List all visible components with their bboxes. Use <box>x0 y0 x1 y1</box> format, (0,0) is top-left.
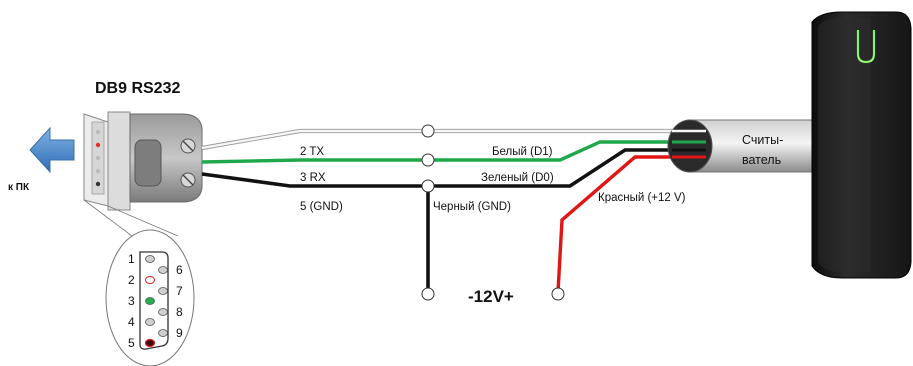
screw-top-icon <box>180 138 196 154</box>
green-wire-label: Зеленый (D0) <box>481 172 554 184</box>
pin-number: 4 <box>128 315 135 329</box>
leader-line <box>107 205 179 237</box>
pin-2-dot <box>145 276 155 284</box>
pin-number: 8 <box>176 305 183 319</box>
screw-bottom-icon <box>180 172 196 188</box>
db9-connector <box>83 111 203 211</box>
pin-number: 5 <box>128 336 135 350</box>
pin-3-dot <box>145 297 155 305</box>
power-label: -12V+ <box>468 287 514 306</box>
connector-title: DB9 RS232 <box>95 80 180 97</box>
red-wire <box>556 155 690 293</box>
rx-label: 3 RX <box>300 172 326 184</box>
reader-label-line2: ватель <box>742 153 781 167</box>
gnd-terminal <box>421 287 435 301</box>
pin-number: 7 <box>176 284 183 298</box>
reader-label-line1: Считы- <box>742 133 783 147</box>
gnd-label: 5 (GND) <box>300 201 343 213</box>
pin-number: 6 <box>176 263 183 277</box>
db9-pinout: 1 2 3 4 5 6 7 8 9 <box>105 229 195 366</box>
junction-dot <box>421 124 435 138</box>
black-wire <box>201 148 690 188</box>
wires <box>201 128 690 293</box>
tx-label: 2 TX <box>300 146 324 158</box>
pin-1-dot <box>145 255 155 263</box>
pin-7-dot <box>158 287 168 295</box>
junction-dot <box>421 153 435 167</box>
black-wire-label: Черный (GND) <box>433 201 511 213</box>
white-wire <box>201 129 690 150</box>
pin-number: 9 <box>176 326 183 340</box>
led-indicator-icon <box>856 30 876 64</box>
to-pc-label: к ПК <box>8 182 30 193</box>
pin-8-dot <box>158 308 168 316</box>
pin-4-dot <box>145 318 155 326</box>
pin-5-dot <box>144 338 156 348</box>
red-wire-label: Красный (+12 V) <box>598 192 686 204</box>
arrow-left-icon <box>29 126 75 174</box>
pin-number: 3 <box>128 294 135 308</box>
pin-9-dot <box>158 329 168 337</box>
pin-number: 2 <box>128 273 135 287</box>
plus-terminal <box>551 287 565 301</box>
green-wire <box>201 140 690 164</box>
reader-cable <box>667 119 819 173</box>
card-reader <box>811 11 912 279</box>
pin-number: 1 <box>128 252 135 266</box>
pin-6-dot <box>158 266 168 274</box>
white-wire-outline <box>201 128 690 151</box>
junction-dot <box>421 179 435 193</box>
white-wire-label: Белый (D1) <box>492 146 553 158</box>
leader-line <box>83 199 133 237</box>
